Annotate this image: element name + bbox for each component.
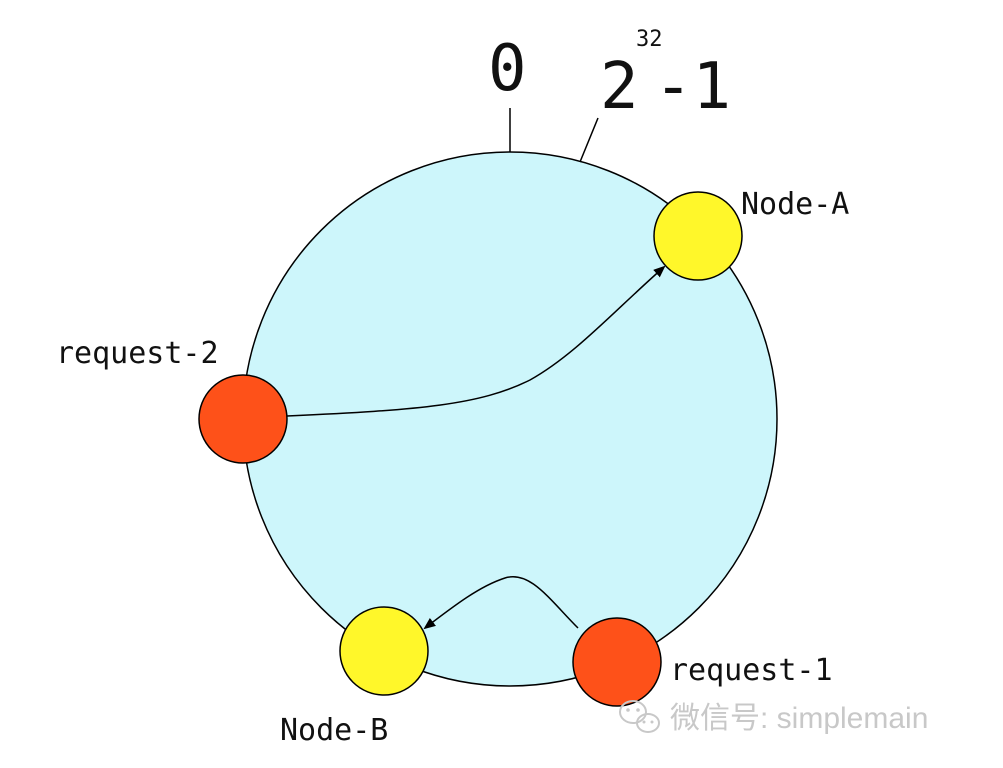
node-a	[653, 191, 743, 281]
request-2-label: request-2	[56, 336, 219, 371]
wechat-icon	[619, 700, 660, 733]
ring-max-label-exponent: 32	[636, 27, 663, 52]
request-2	[198, 374, 288, 464]
node-a-label: Node-A	[741, 187, 849, 222]
watermark-text: 微信号: simplemain	[670, 702, 928, 735]
request-2-to-node-a-arrow	[286, 265, 666, 417]
request-1-to-node-b-arrow	[423, 575, 579, 630]
request-1-label: request-1	[670, 653, 833, 688]
node-b	[339, 606, 429, 696]
ring-max-label-suffix: -1	[654, 50, 731, 124]
ring-max-tick	[579, 117, 599, 163]
ring-zero-label: 0	[488, 32, 527, 106]
request-1	[572, 617, 662, 707]
ring-max-label-base: 2	[600, 50, 639, 124]
node-b-label: Node-B	[280, 713, 388, 748]
